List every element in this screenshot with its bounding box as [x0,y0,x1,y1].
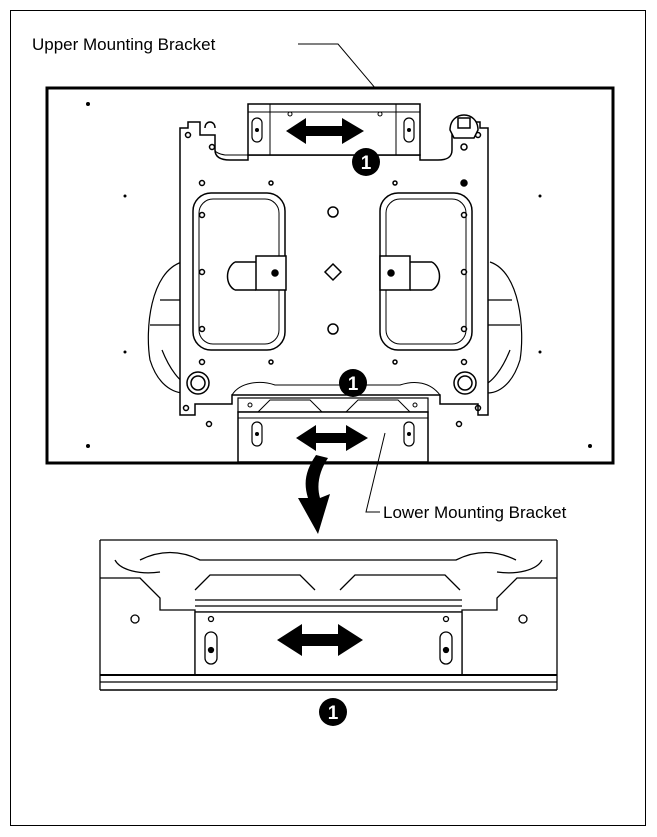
wall-plate [179,114,489,428]
lower-bracket-label: Lower Mounting Bracket [383,503,567,522]
callout-1-upper: 1 [352,148,380,176]
figure-frame [10,10,646,826]
svg-text:1: 1 [361,153,372,174]
lower-mounting-bracket [237,397,429,463]
svg-text:1: 1 [348,374,359,395]
lower-leader-line [365,432,386,513]
svg-text:1: 1 [328,703,339,724]
callout-1-lower: 1 [339,369,367,397]
callout-1-detail: 1 [319,698,347,726]
upper-slide-arrow [286,118,364,144]
detail-slide-arrow [277,624,363,656]
detail-view [99,539,558,691]
upper-bracket-label: Upper Mounting Bracket [32,35,216,54]
detail-view-arrow [298,455,330,534]
lower-slide-arrow [296,425,368,451]
